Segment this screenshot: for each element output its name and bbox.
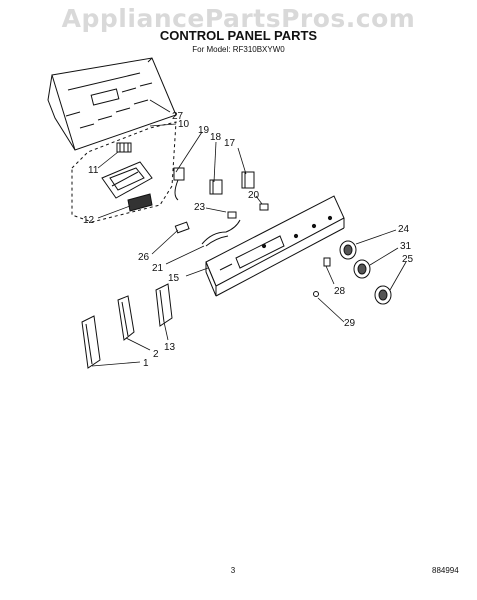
callout-13: 13 <box>164 342 176 353</box>
callout-26: 26 <box>138 252 150 263</box>
callout-27: 27 <box>172 111 184 122</box>
document-code: 884994 <box>432 566 459 575</box>
callout-25: 25 <box>402 254 414 265</box>
part-connector <box>173 167 185 201</box>
callout-28: 28 <box>334 286 346 297</box>
callout-15: 15 <box>168 273 180 284</box>
watermark: AppliancePartsPros.com <box>61 4 416 33</box>
callout-12: 12 <box>83 215 95 226</box>
part-end-cap-left <box>81 315 101 369</box>
callout-23: 23 <box>194 202 206 213</box>
part-lens-plate <box>127 193 153 212</box>
callout-17: 17 <box>224 138 236 149</box>
part-group-outline <box>71 121 177 223</box>
callout-2: 2 <box>153 349 159 360</box>
part-back-panel <box>47 57 177 151</box>
model-subtitle: For Model: RF310BXYW0 <box>192 45 285 54</box>
leader-lines <box>91 99 407 367</box>
part-wire-harness <box>201 203 269 247</box>
part-spring <box>323 257 331 267</box>
part-switch <box>116 142 132 153</box>
page-title: CONTROL PANEL PARTS <box>159 28 318 43</box>
callout-labels: 27 10 19 18 17 11 20 23 12 24 26 31 21 2… <box>83 111 414 369</box>
part-control-panel <box>205 195 345 297</box>
part-screw <box>313 291 319 297</box>
callout-21: 21 <box>152 263 164 274</box>
part-knob-bottom <box>374 285 392 305</box>
page-number: 3 <box>230 566 236 575</box>
callout-18: 18 <box>210 132 222 143</box>
part-switch-block <box>209 179 223 195</box>
part-side-bracket <box>117 295 135 341</box>
callout-29: 29 <box>344 318 356 329</box>
callout-11: 11 <box>88 165 99 176</box>
callout-31: 31 <box>400 241 412 252</box>
part-rocker-switch <box>241 171 255 189</box>
part-knob-middle <box>353 259 371 279</box>
callout-20: 20 <box>248 190 260 201</box>
callout-19: 19 <box>198 125 210 136</box>
callout-24: 24 <box>398 224 410 235</box>
callout-1: 1 <box>143 358 149 369</box>
part-timer-housing <box>101 161 153 199</box>
part-knob-top <box>339 240 357 260</box>
part-clip <box>174 221 190 234</box>
part-end-cap-right <box>155 283 173 327</box>
callout-10: 10 <box>178 119 190 130</box>
